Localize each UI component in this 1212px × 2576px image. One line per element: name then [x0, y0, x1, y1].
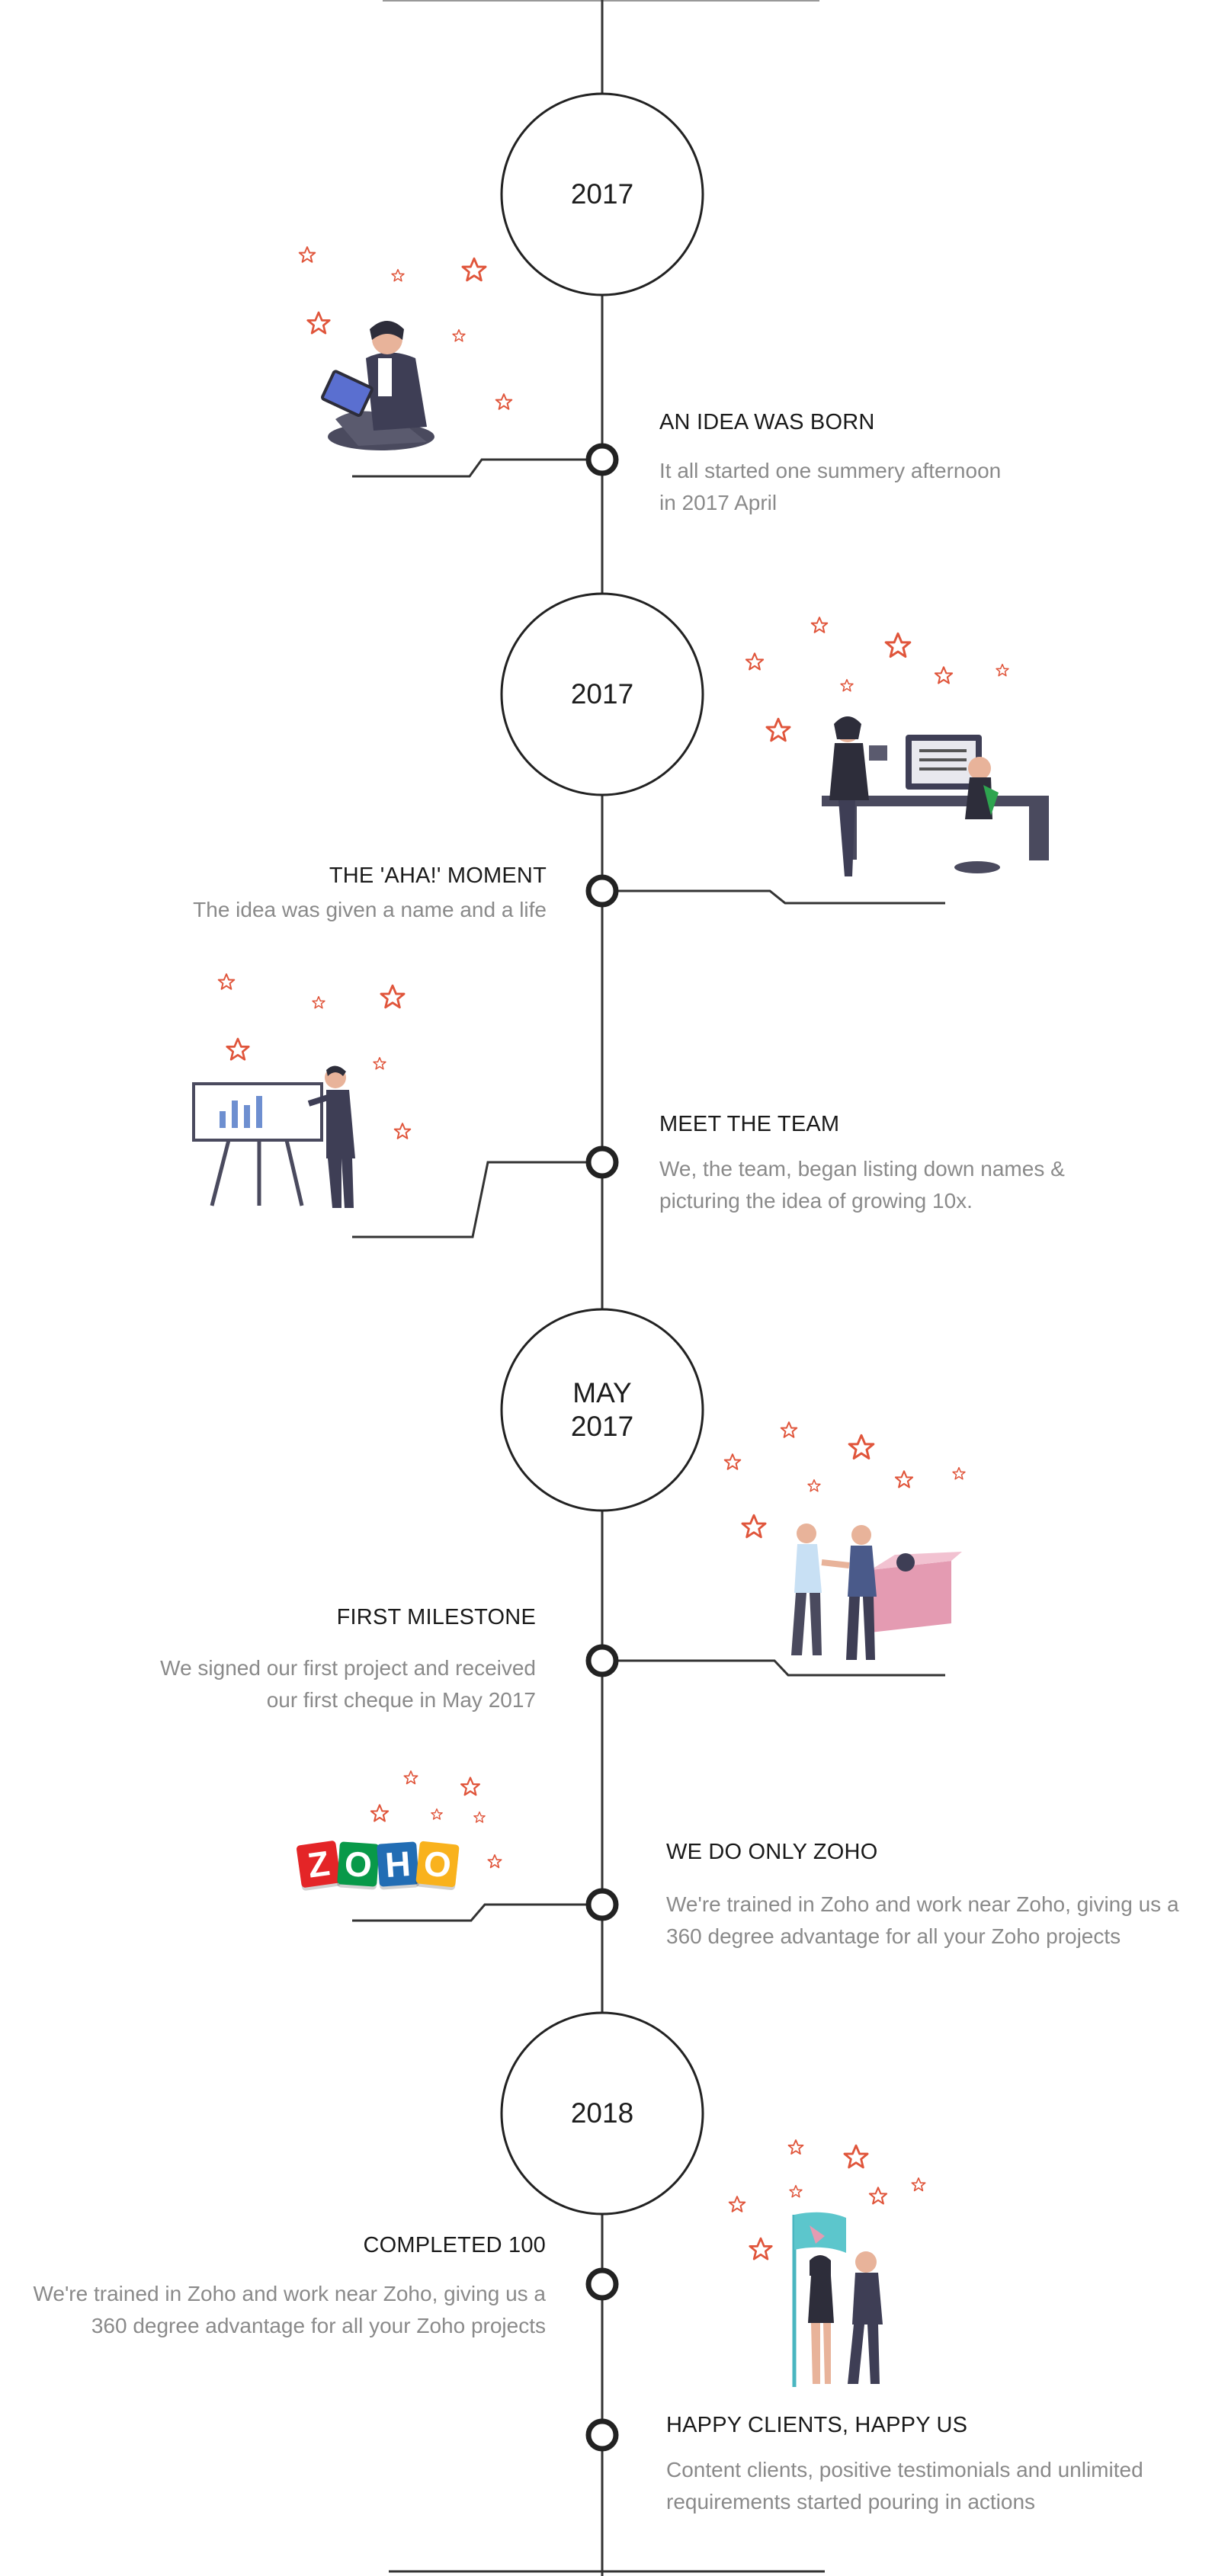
zoho-letter-z: Z	[296, 1840, 341, 1889]
event-description-idea: It all started one summery afternoon in …	[659, 459, 1002, 514]
handshake-illustration	[791, 1523, 962, 1660]
people-at-desk-illustration	[822, 716, 1049, 876]
event-dot-zoho	[585, 1888, 619, 1921]
year-label-2: 2017	[570, 678, 634, 710]
stars-aha	[745, 617, 1009, 742]
stars-milestone	[723, 1421, 966, 1539]
year-circle-1	[500, 92, 704, 296]
event-title-completed: COMPLETED 100	[363, 2233, 546, 2257]
year-circle-3	[500, 1308, 704, 1512]
year-label-3: MAY 2017	[570, 1377, 634, 1442]
event-title-idea: AN IDEA WAS BORN	[659, 410, 875, 434]
event-description-team: We, the team, began listing down names &…	[659, 1157, 1065, 1213]
year-circle-4	[500, 2011, 704, 2216]
event-dot-idea	[585, 443, 619, 476]
event-dot-milestone	[585, 1644, 619, 1677]
connector-milestone	[616, 1659, 945, 1677]
event-description-zoho: We're trained in Zoho and work near Zoho…	[666, 1892, 1179, 1948]
person-with-tablet-illustration	[321, 321, 434, 450]
year-label-4: 2018	[570, 2097, 634, 2129]
event-title-milestone: FIRST MILESTONE	[336, 1605, 536, 1629]
event-description-milestone: We signed our first project and received…	[160, 1656, 536, 1712]
connector-idea	[352, 458, 587, 478]
event-dot-aha	[585, 874, 619, 908]
connector-aha	[616, 889, 945, 905]
zoho-letter-o1: O	[337, 1841, 380, 1887]
event-title-zoho: WE DO ONLY ZOHO	[666, 1840, 878, 1864]
event-title-happy: HAPPY CLIENTS, HAPPY US	[666, 2413, 968, 2437]
team-with-flag-illustration	[792, 2212, 883, 2387]
event-dot-team	[585, 1145, 619, 1179]
event-title-team: MEET THE TEAM	[659, 1112, 840, 1136]
connector-team	[352, 1161, 587, 1238]
event-description-happy: Content clients, positive testimonials a…	[666, 2458, 1143, 2514]
year-label-1: 2017	[570, 178, 634, 210]
event-dot-completed	[585, 2267, 619, 2301]
year-circle-2	[500, 592, 704, 796]
zoho-letter-h: H	[377, 1841, 419, 1887]
connector-zoho	[352, 1903, 587, 1922]
event-description-aha: The idea was given a name and a life	[193, 898, 547, 921]
event-title-aha: THE 'AHA!' MOMENT	[329, 863, 547, 888]
presenter-with-chart-illustration	[192, 1065, 355, 1208]
event-dot-happy	[585, 2418, 619, 2452]
zoho-logo: Z O H O	[296, 1840, 460, 1889]
zoho-letter-o2: O	[415, 1841, 460, 1888]
event-description-completed: We're trained in Zoho and work near Zoho…	[33, 2282, 546, 2337]
